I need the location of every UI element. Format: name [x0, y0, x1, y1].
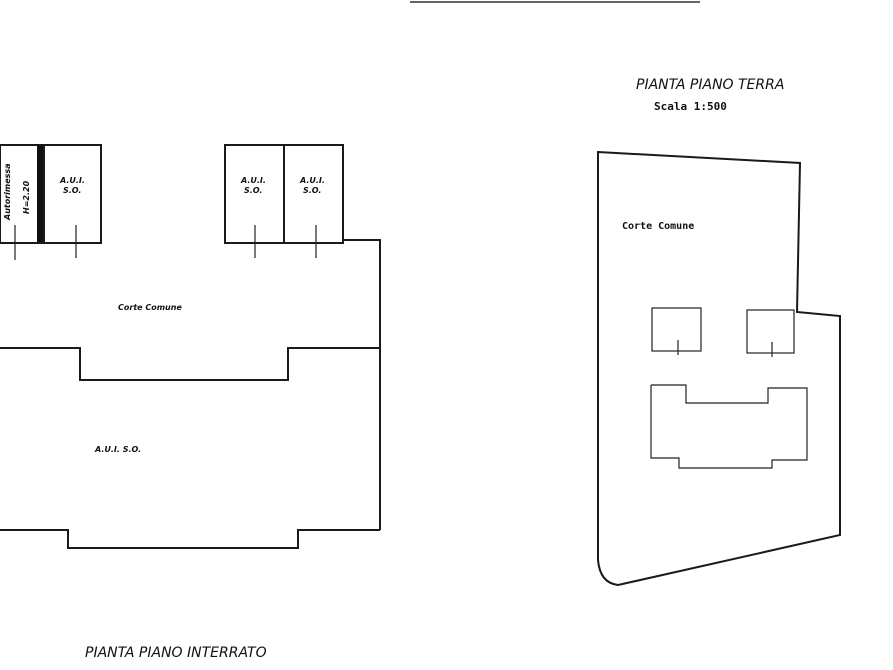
storage-room-2-label-line2: S.O.: [244, 186, 262, 195]
ground-floor-common-court-label: Corte Comune: [622, 221, 694, 232]
small-building-2: [746, 309, 795, 354]
ground-floor-scale: Scala 1:500: [654, 100, 727, 113]
main-building-footprint: [650, 384, 808, 469]
basement-courtyard-outline-right: [343, 239, 381, 530]
basement-common-court-label: Corte Comune: [118, 303, 182, 312]
storage-room-2-label-line1: A.U.I.: [240, 176, 266, 185]
small-building-1: [651, 307, 702, 352]
ground-floor-plan: [597, 150, 841, 587]
autorimessa-label: Autorimessa: [3, 163, 12, 221]
ground-floor-title: PIANTA PIANO TERRA: [636, 77, 784, 93]
storage-room-3-label-line2: S.O.: [303, 186, 321, 195]
storage-room-1-label-line2: S.O.: [63, 186, 81, 195]
autorimessa-height-label: H=2.20: [22, 180, 31, 214]
storage-room-3-label-line1: A.U.I.: [299, 176, 325, 185]
basement-plan: [0, 144, 381, 549]
basement-plan-title: PIANTA PIANO INTERRATO: [85, 645, 267, 661]
basement-courtyard-inner-line: [0, 347, 380, 381]
basement-storage-label: A.U.I. S.O.: [94, 445, 141, 454]
storage-room-1-label-line1: A.U.I.: [59, 176, 85, 185]
basement-lower-outline: [0, 529, 380, 549]
storage-room-3: [283, 144, 344, 244]
lot-boundary: [597, 150, 841, 587]
autorimessa-wall-dark: [37, 145, 43, 243]
